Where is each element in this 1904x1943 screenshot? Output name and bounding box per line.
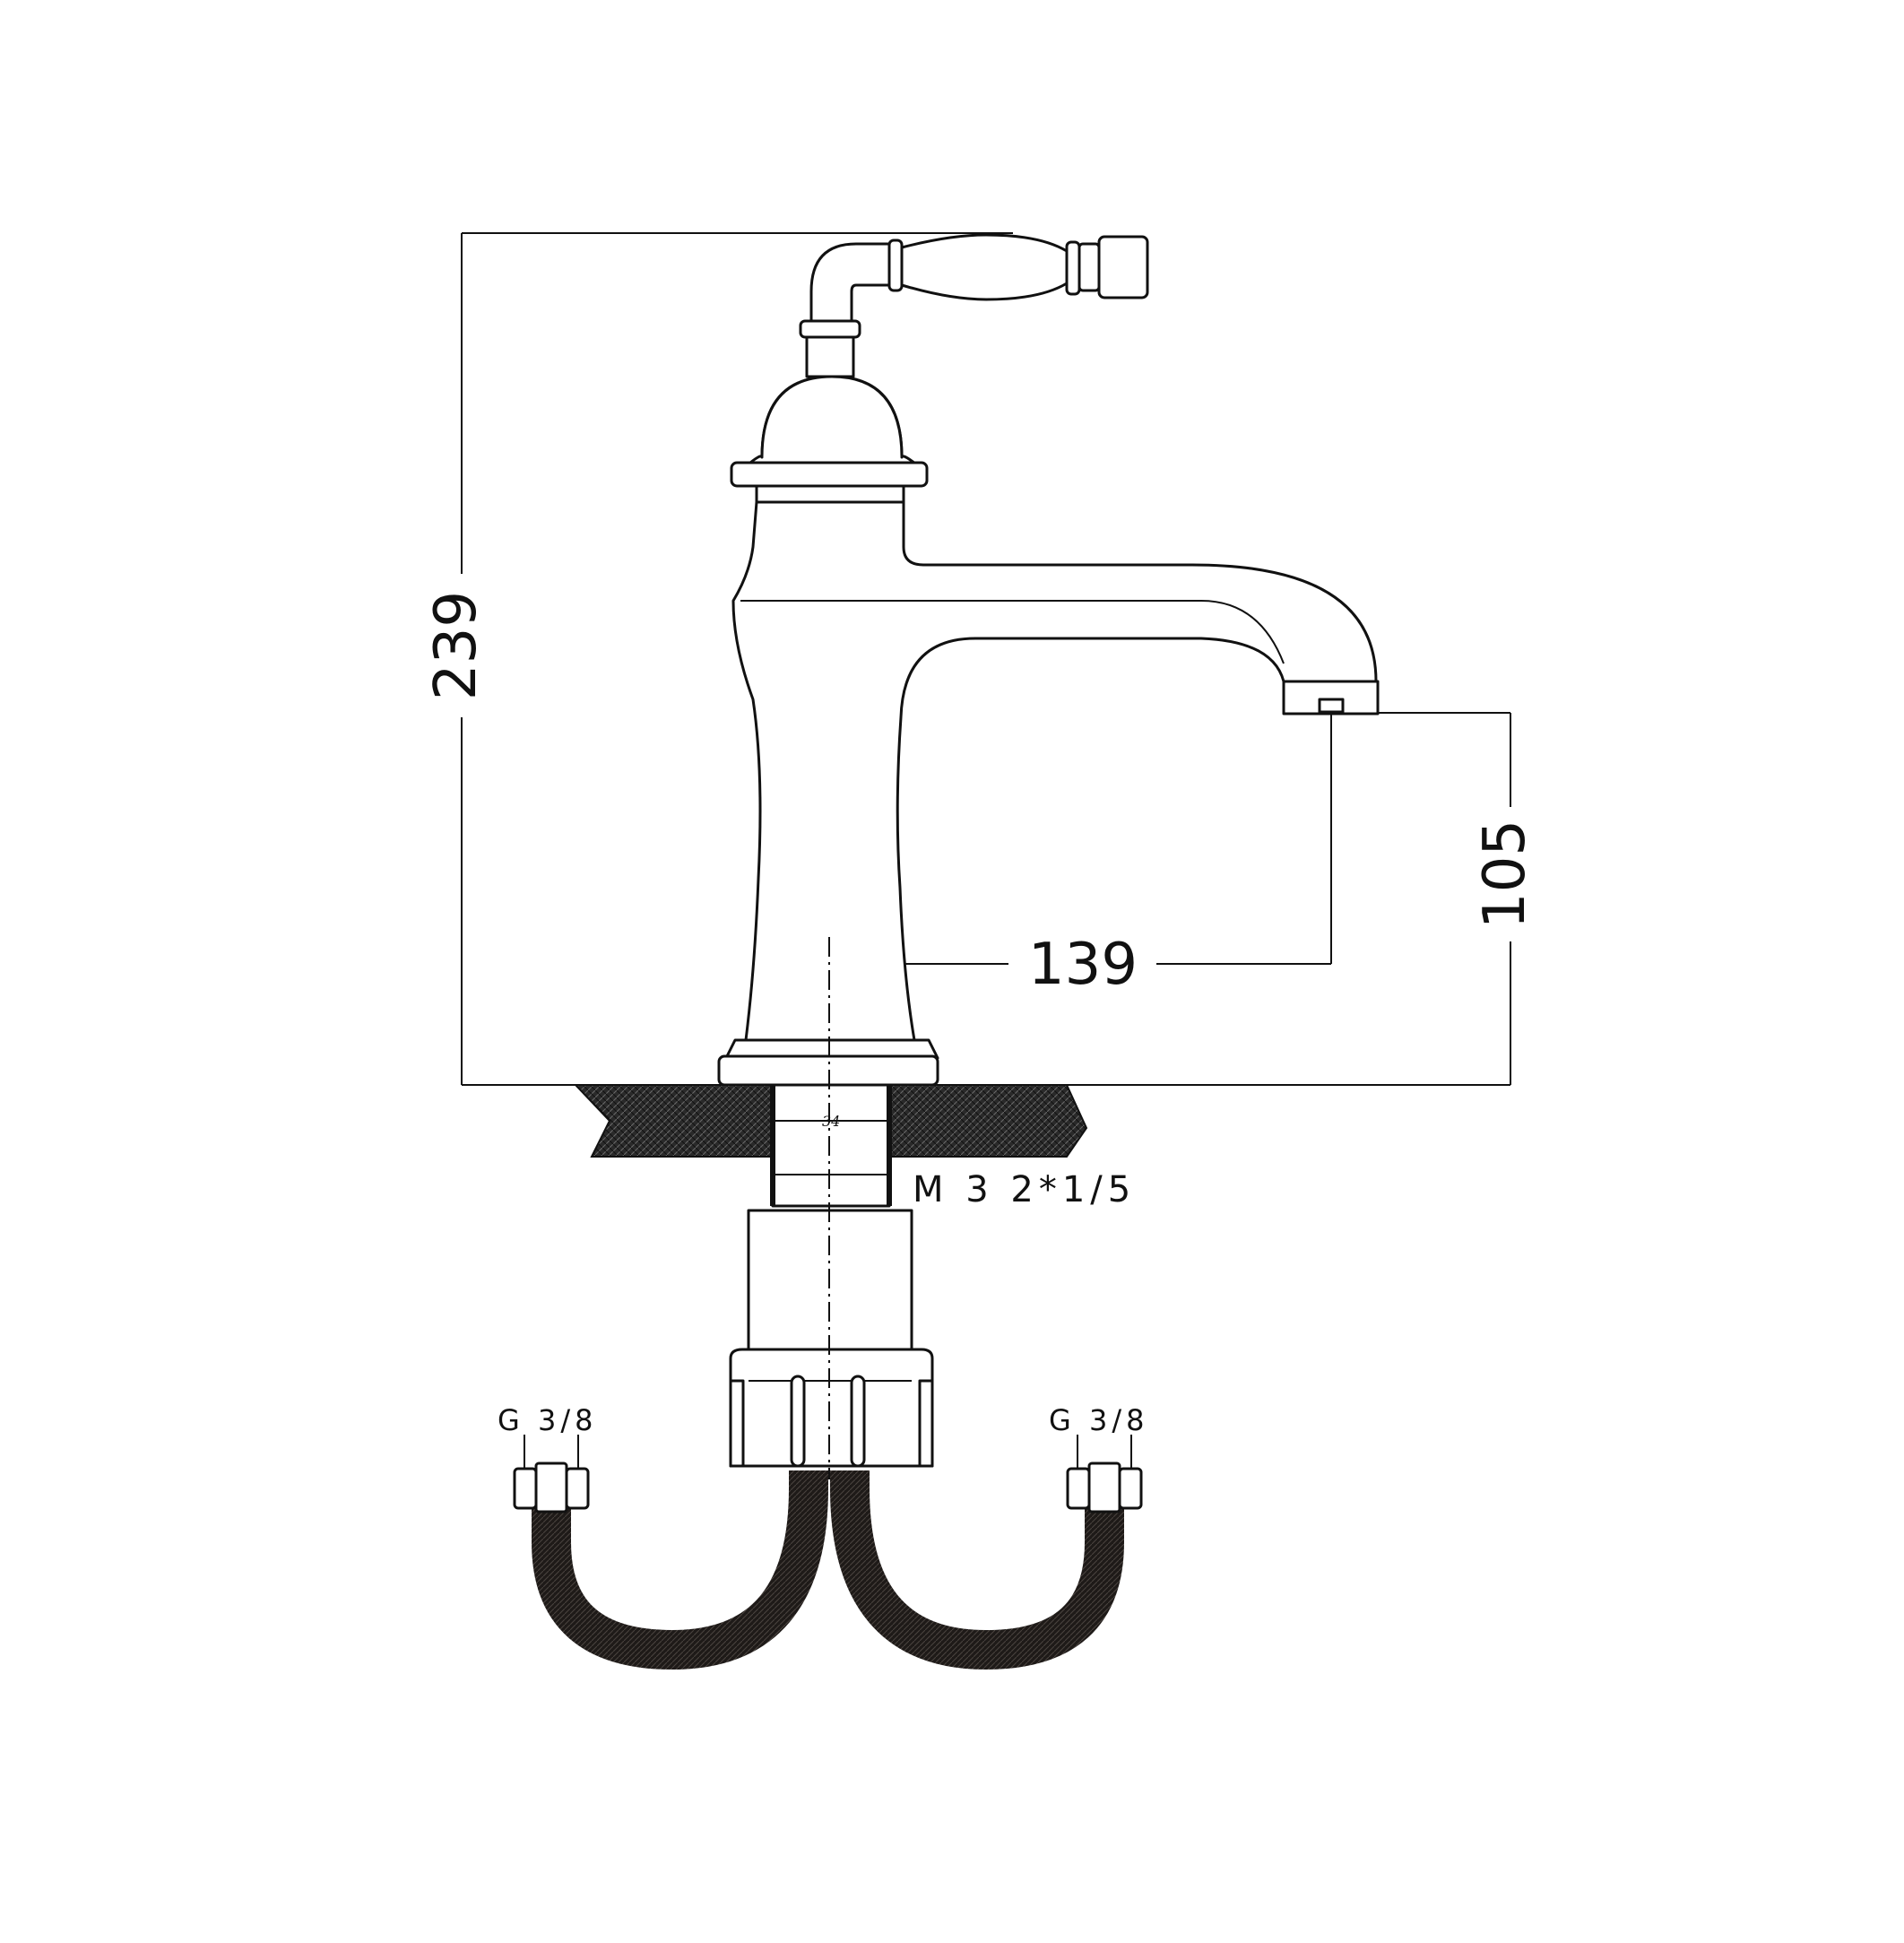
threaded-tail bbox=[770, 1083, 892, 1208]
dimension-overall-height bbox=[461, 232, 1013, 1085]
spout-reach-value: 139 bbox=[1028, 932, 1138, 998]
tail-diameter-label: 34 bbox=[822, 1113, 840, 1130]
bell-cap bbox=[730, 375, 929, 504]
lever-handle bbox=[799, 233, 1149, 378]
spout-height-value: 105 bbox=[1472, 820, 1538, 929]
mounting-nut bbox=[729, 1209, 934, 1468]
dimension-spout-height bbox=[1372, 712, 1511, 1085]
flexible-hoses bbox=[532, 1470, 1124, 1670]
hose-left-label: G 3/8 bbox=[498, 1403, 597, 1437]
hose-right-label: G 3/8 bbox=[1049, 1403, 1148, 1437]
hose-nut-left bbox=[513, 1435, 590, 1514]
countertop-section bbox=[573, 1084, 1088, 1158]
dimension-spout-reach bbox=[829, 708, 1332, 965]
overall-height-value: 239 bbox=[423, 591, 489, 700]
aerator bbox=[1282, 680, 1380, 716]
thread-label: M 3 2*1/5 bbox=[913, 1169, 1136, 1210]
hose-nut-right bbox=[1066, 1435, 1143, 1514]
faucet-body bbox=[731, 500, 1378, 1042]
